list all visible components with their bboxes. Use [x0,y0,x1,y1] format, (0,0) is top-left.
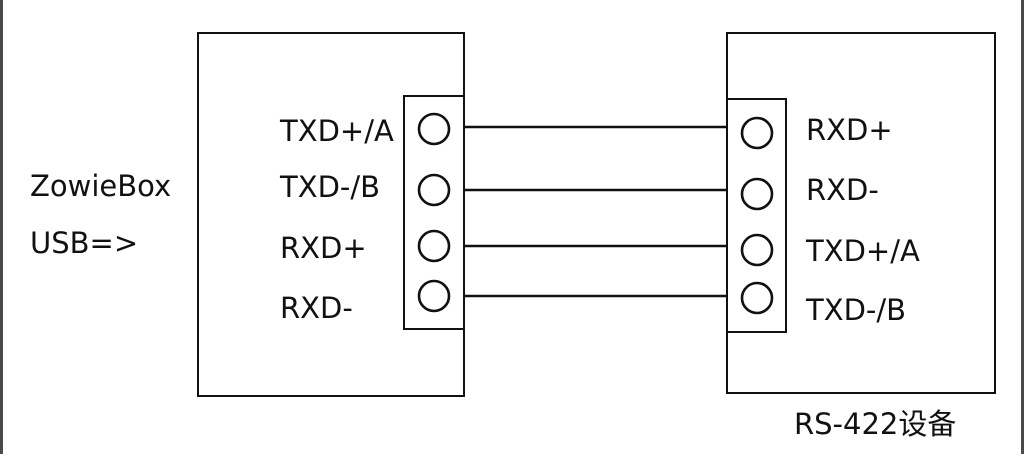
left-terminal-3 [417,229,451,263]
right-terminal-block [726,98,787,333]
right-terminals [740,116,774,315]
right-pin-label-3: TXD+/A [805,234,920,268]
left-pin-label-4: RXD- [280,291,353,325]
right-terminal-3 [740,233,774,267]
left-pin-label-1: TXD+/A [279,114,394,148]
right-pin-label-1: RXD+ [806,113,893,147]
right-terminal-4 [740,281,774,315]
left-terminal-2 [417,173,451,207]
left-terminal-4 [417,279,451,313]
left-device-interface: USB=> [30,226,138,260]
right-device-box [726,32,996,394]
wires [464,125,727,298]
left-terminal-block [403,95,465,330]
left-device-box [197,32,465,397]
left-device: ZowieBox USB=> TXD+/A TXD-/B RXD+ RXD- [30,32,465,397]
left-pin-label-3: RXD+ [280,231,367,265]
right-terminal-2 [740,177,774,211]
left-terminals [417,112,451,313]
left-pin-label-2: TXD-/B [279,170,380,204]
right-terminal-1 [740,116,774,150]
left-terminal-1 [417,112,451,146]
frame-border-left [0,0,3,454]
frame-border-right [1021,0,1024,454]
right-device-caption: RS-422设备 [794,407,956,441]
left-device-name: ZowieBox [30,169,171,203]
right-device: RXD+ RXD- TXD+/A TXD-/B RS-422设备 [726,32,996,441]
right-pin-label-4: TXD-/B [805,293,906,327]
right-pin-label-2: RXD- [806,173,879,207]
